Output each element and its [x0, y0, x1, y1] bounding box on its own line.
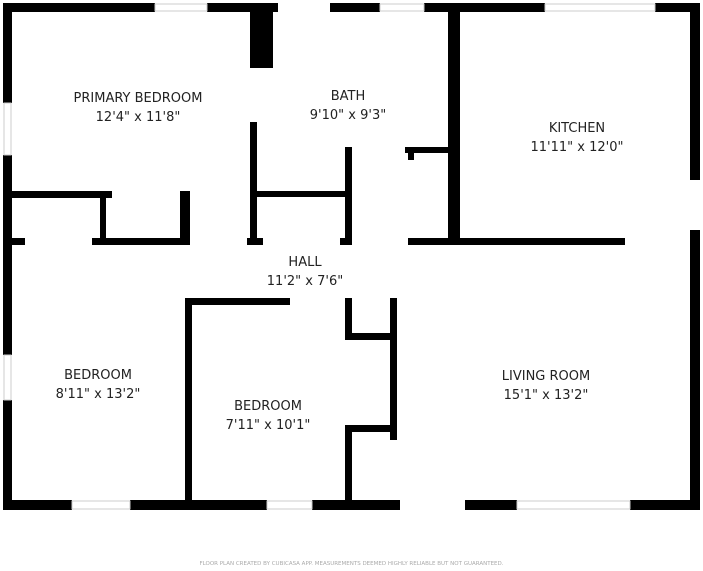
room-label-bedroom-left: BEDROOM 8'11" x 13'2" [56, 366, 141, 404]
window [3, 102, 12, 156]
room-name: HALL [288, 255, 322, 270]
wall [630, 500, 700, 510]
room-size: 11'11" x 12'0" [530, 140, 624, 155]
disclaimer-footer: FLOOR PLAN CREATED BY CUBICASA APP. MEAS… [199, 561, 504, 567]
room-name: BEDROOM [64, 368, 132, 383]
room-name: PRIMARY BEDROOM [73, 91, 203, 106]
wall [207, 3, 278, 12]
room-size: 12'4" x 11'8" [95, 110, 181, 125]
room-label-hall: HALL 11'2" x 7'6" [267, 253, 343, 291]
wall [340, 238, 352, 245]
room-size: 8'11" x 13'2" [55, 387, 141, 402]
room-label-kitchen: KITCHEN 11'11" x 12'0" [531, 119, 624, 157]
wall [345, 333, 397, 340]
room-label-living-room: LIVING ROOM 15'1" x 13'2" [502, 367, 590, 405]
wall [3, 500, 72, 510]
wall [345, 147, 352, 243]
window [154, 3, 208, 12]
wall [312, 500, 400, 510]
wall [3, 155, 12, 355]
window [544, 3, 656, 12]
window [266, 500, 313, 510]
room-label-primary-bedroom: PRIMARY BEDROOM 12'4" x 11'8" [74, 89, 203, 127]
wall [655, 3, 700, 12]
window [71, 500, 131, 510]
room-name: BATH [330, 89, 366, 104]
wall [390, 298, 397, 440]
room-size: 7'11" x 10'1" [225, 418, 311, 433]
wall [185, 298, 290, 305]
wall [465, 500, 517, 510]
window [3, 354, 12, 401]
room-name: KITCHEN [548, 121, 606, 136]
wall [257, 191, 345, 197]
wall [12, 191, 112, 198]
wall [345, 425, 397, 432]
wall [130, 500, 267, 510]
wall [330, 3, 380, 12]
room-size: 15'1" x 13'2" [503, 388, 589, 403]
room-label-bedroom-middle: BEDROOM 7'11" x 10'1" [226, 397, 311, 435]
window [516, 500, 631, 510]
wall [100, 191, 106, 243]
wall [185, 298, 192, 500]
wall [3, 400, 12, 510]
room-label-bath: BATH 9'10" x 9'3" [310, 87, 386, 125]
wall [3, 3, 155, 12]
wall [345, 298, 352, 338]
wall [250, 12, 273, 68]
wall [408, 147, 414, 160]
wall [424, 3, 545, 12]
window [379, 3, 425, 12]
wall [408, 238, 625, 245]
wall [250, 122, 257, 243]
room-size: 9'10" x 9'3" [309, 108, 387, 123]
wall [448, 12, 460, 243]
wall [690, 230, 700, 510]
wall [247, 238, 263, 245]
room-name: LIVING ROOM [501, 369, 591, 384]
wall [345, 425, 352, 500]
room-name: BEDROOM [234, 399, 302, 414]
wall [405, 147, 450, 153]
wall [92, 238, 190, 245]
wall [3, 3, 12, 103]
wall [690, 3, 700, 180]
room-size: 11'2" x 7'6" [266, 274, 344, 289]
wall [180, 191, 190, 243]
wall [12, 238, 25, 245]
